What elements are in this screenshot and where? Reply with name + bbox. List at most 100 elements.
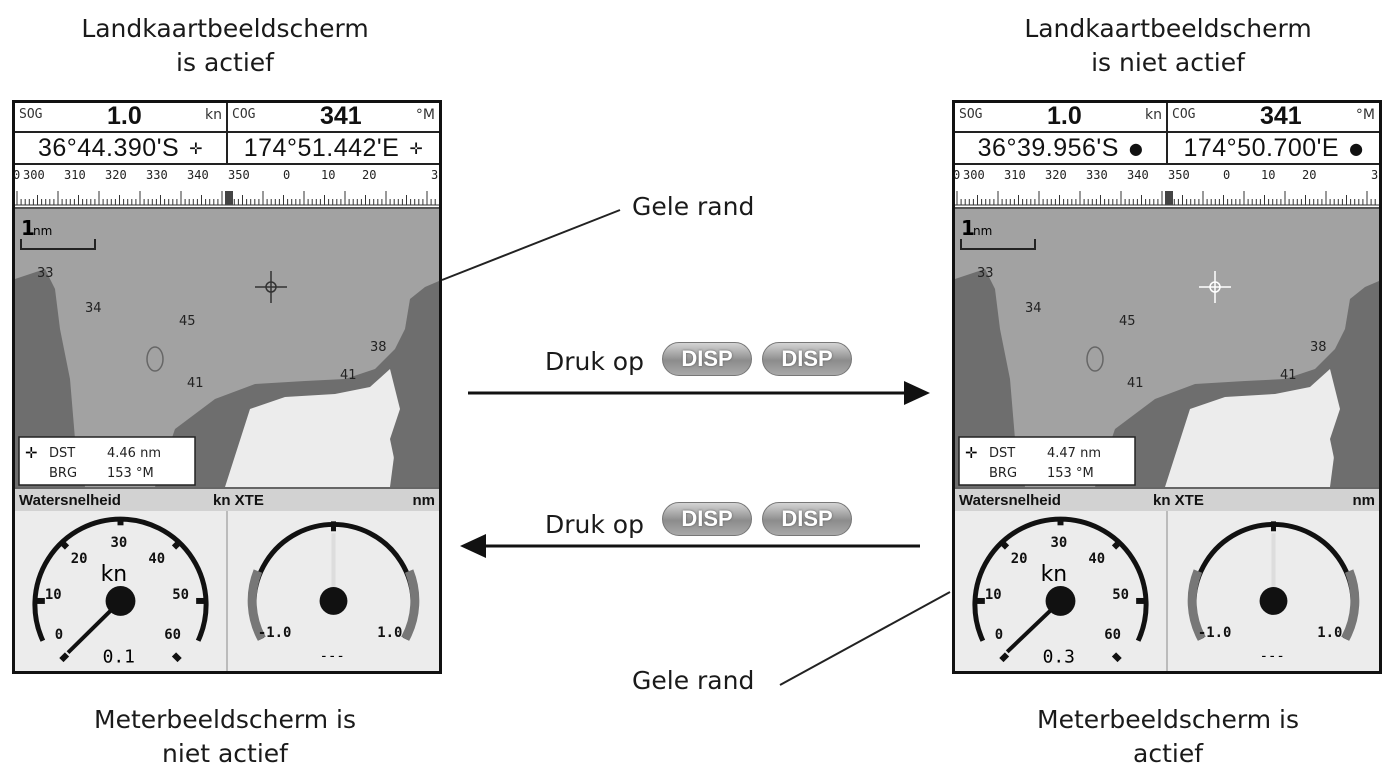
scale-unit: nm (973, 224, 992, 238)
right-top-caption-line2: is niet actief (1091, 48, 1245, 77)
scale-bar (20, 239, 96, 250)
xte-readout: --- (320, 649, 345, 665)
speed-tick-label: 10 (985, 587, 1002, 603)
compass-heading-marker (225, 191, 233, 205)
water-speed-label: Watersnelheid (959, 492, 1061, 509)
dry-area (225, 369, 400, 487)
gauges-panel: 0 10 20 30 40 50 60 kn 0.3 (955, 511, 1379, 671)
speed-tick-label: 40 (148, 551, 165, 567)
compass-label: 300 (963, 168, 985, 182)
disp-button[interactable]: DISP (662, 342, 752, 376)
chart-map-svg: 1 nm 33 34 45 41 41 38 ✛ DST 4.47 nm BRG (955, 209, 1379, 487)
latitude-value: 36°39.956'S (977, 133, 1119, 162)
compass-label: 3 (431, 168, 438, 182)
xte-right-label: 1.0 (377, 625, 402, 641)
disp-button[interactable]: DISP (762, 502, 852, 536)
depth-label: 34 (85, 301, 102, 316)
depth-label: 41 (187, 376, 204, 391)
cursor-icon (255, 271, 287, 303)
right-bottom-caption: Meterbeeldscherm is actief (958, 703, 1378, 771)
sog-cog-row: SOG 1.0 kn COG 341 °M (15, 102, 439, 133)
speed-tick (999, 652, 1010, 663)
dst-label: DST (989, 446, 1015, 461)
sog-unit: kn (1145, 107, 1162, 123)
island (390, 444, 415, 487)
speed-tick (59, 539, 70, 550)
position-icon: ✛ (409, 138, 424, 158)
gauges-header: Watersnelheid kn XTE nm (15, 487, 439, 511)
chart-map-svg: 1 nm 33 34 45 41 41 38 ✛ DST 4.46 nm BRG (15, 209, 439, 487)
position-row: 36°39.956'S ● 174°50.700'E ● (955, 133, 1379, 165)
longitude-cell: 174°51.442'E ✛ (226, 133, 439, 163)
depth-label: 34 (1025, 301, 1042, 316)
brg-value: 153 °M (1047, 466, 1094, 481)
xte-left-label: -1.0 (258, 625, 292, 641)
water-speed-label: Watersnelheid (19, 492, 121, 509)
disp-button[interactable]: DISP (662, 502, 752, 536)
cog-unit: °M (1355, 107, 1375, 123)
longitude-value: 174°50.700'E (1183, 133, 1340, 162)
right-bottom-caption-line1: Meterbeeldscherm is (1037, 705, 1299, 734)
compass-label: 340 (187, 168, 209, 182)
speed-gauge-svg: 0 10 20 30 40 50 60 kn 0.1 (32, 516, 209, 668)
cog-value: 341 (320, 102, 362, 130)
xte-gauge: -1.0 1.0 --- (1166, 511, 1379, 671)
dst-label: DST (49, 446, 75, 461)
brg-label: BRG (989, 466, 1017, 481)
cog-value: 341 (1260, 102, 1302, 130)
waypoint-box (18, 436, 196, 486)
depth-label: 41 (1280, 368, 1297, 383)
waypoint-icon: ✛ (965, 444, 978, 462)
speed-tick-label: 60 (1104, 627, 1121, 643)
disp-button[interactable]: DISP (762, 342, 852, 376)
depth-label: 41 (340, 368, 357, 383)
depth-label: 45 (179, 314, 196, 329)
scale-unit: nm (33, 224, 52, 238)
compass-label: 0 (955, 168, 960, 182)
longitude-cell: 174°50.700'E ● (1166, 133, 1379, 163)
compass-heading-marker (1165, 191, 1173, 205)
gele-rand-top-leader (441, 209, 621, 281)
cog-label: COG (1172, 107, 1196, 122)
gele-rand-bottom-leader (779, 591, 951, 686)
buoy-icon (146, 346, 164, 372)
longitude-value: 174°51.442'E (243, 133, 400, 162)
depth-label: 38 (370, 340, 387, 355)
depth-label: 41 (1127, 376, 1144, 391)
latitude-cell: 36°44.390'S ✛ (15, 133, 226, 163)
speed-tick-label: 50 (1112, 587, 1129, 603)
left-plotter-screen: SOG 1.0 kn COG 341 °M 36°44.390'S ✛ 174°… (12, 100, 442, 674)
xte-gauge: -1.0 1.0 --- (226, 511, 439, 671)
speed-readout: 0.3 (1043, 647, 1075, 668)
xte-right-label: 1.0 (1317, 625, 1342, 641)
scale-bar (960, 239, 1036, 250)
compass-label: 10 (321, 168, 335, 182)
cog-cell: COG 341 °M (1166, 102, 1379, 131)
compass-label: 320 (1045, 168, 1067, 182)
speed-gauge: 0 10 20 30 40 50 60 kn 0.1 (15, 511, 226, 671)
sog-cell: SOG 1.0 kn (15, 102, 226, 131)
compass-label: 3 (1371, 168, 1378, 182)
speed-tick-label: 30 (1051, 535, 1068, 551)
left-bottom-caption-line1: Meterbeeldscherm is (94, 705, 356, 734)
speed-gauge: 0 10 20 30 40 50 60 kn 0.3 (955, 511, 1166, 671)
arrow-right-head (904, 381, 930, 405)
speed-tick-label: 20 (71, 551, 88, 567)
druk-op-label-2: Druk op (545, 510, 644, 539)
speed-tick-label: 20 (1011, 551, 1028, 567)
scale-value: 1 (961, 216, 975, 240)
land-area-west (15, 269, 85, 487)
left-bottom-caption-line2: niet actief (162, 739, 288, 768)
brg-label: BRG (49, 466, 77, 481)
xte-gauge-svg: -1.0 1.0 --- (247, 521, 420, 665)
xte-label: kn XTE (1153, 492, 1204, 509)
waypoint-icon: ✛ (25, 444, 38, 462)
speed-tick (1111, 539, 1122, 550)
compass-label: 330 (146, 168, 168, 182)
compass-label: 10 (1261, 168, 1275, 182)
needle-hub (1045, 586, 1076, 616)
latitude-cell: 36°39.956'S ● (955, 133, 1166, 163)
chart-map: 1 nm 33 34 45 41 41 38 ✛ DST 4.47 nm BRG (955, 209, 1379, 487)
speed-tick (999, 539, 1010, 550)
depth-label: 45 (1119, 314, 1136, 329)
